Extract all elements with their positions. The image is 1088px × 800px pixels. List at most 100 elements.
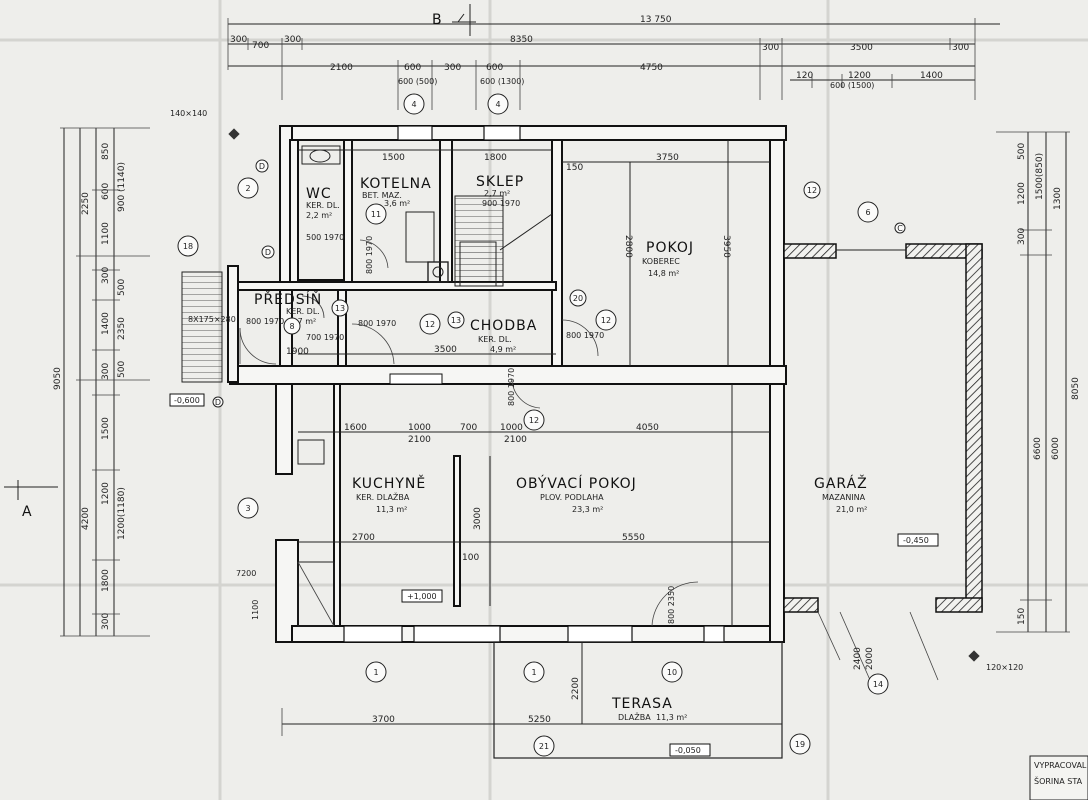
detail-marker-circle bbox=[255, 159, 269, 173]
inner-dimension-lines bbox=[298, 140, 770, 626]
title-block-line2: ŠORINA STA bbox=[1034, 775, 1083, 786]
kitchen-counter bbox=[297, 561, 335, 627]
dim-right-6000: 6000 bbox=[1051, 437, 1061, 460]
detail-marker-label: D bbox=[259, 162, 265, 171]
dim-pokoj-3950: 3950 bbox=[721, 235, 731, 258]
detail-marker-label: 19 bbox=[795, 740, 805, 749]
opening-mid-1 bbox=[389, 373, 443, 385]
dim-left-500-b: 500 bbox=[117, 361, 127, 378]
garage-south-wall-left bbox=[783, 597, 819, 613]
wc-west-wall bbox=[289, 139, 299, 291]
detail-marker-circle bbox=[789, 733, 811, 755]
stairs-entry-label: 8X175×280 bbox=[188, 315, 236, 324]
dim-left-1200: 1200 bbox=[101, 482, 111, 505]
detail-marker-circle bbox=[447, 311, 465, 329]
detail-marker-label: 21 bbox=[539, 742, 549, 751]
post-nw-marker bbox=[228, 128, 240, 140]
dim-top-300-d: 300 bbox=[952, 43, 969, 53]
dim-top-300-c: 300 bbox=[762, 43, 779, 53]
door-label-chodba: 800 1970 bbox=[358, 319, 396, 328]
detail-marker-label: 4 bbox=[495, 100, 500, 109]
dim-right-300: 300 bbox=[1017, 228, 1027, 245]
room-kuchyne-floor: KER. DLAŽBA bbox=[356, 491, 410, 502]
room-labels: WC KER. DL. 2,2 m² KOTELNA BET. MAZ. 3,6… bbox=[254, 174, 867, 722]
garage-house-wall bbox=[769, 383, 785, 643]
dim-left-500-a: 500 bbox=[117, 279, 127, 296]
misc-1100: 1100 bbox=[251, 600, 260, 620]
room-chodba-floor: KER. DL. bbox=[478, 335, 512, 344]
chimney-flue bbox=[432, 266, 444, 278]
room-kuchyne-name: KUCHYNĚ bbox=[352, 475, 426, 492]
detail-marker-label: 12 bbox=[425, 320, 435, 329]
room-pokoj-floor: KOBEREC bbox=[642, 257, 680, 266]
detail-marker-circle bbox=[403, 93, 425, 115]
garage-east-wall bbox=[965, 243, 983, 611]
detail-marker-circle bbox=[419, 313, 441, 335]
detail-marker-circle bbox=[261, 245, 275, 259]
level-box-living bbox=[401, 589, 443, 603]
detail-marker-label: 3 bbox=[245, 504, 250, 513]
dim-150: 150 bbox=[566, 163, 583, 173]
dim-predsin-1900: 1900 bbox=[286, 347, 309, 357]
dim-living-3000: 3000 bbox=[473, 507, 483, 530]
east-wall-upper bbox=[769, 139, 785, 387]
detail-marker-label: 20 bbox=[573, 294, 583, 303]
dim-right-150: 150 bbox=[1017, 608, 1027, 625]
level-box-terrace bbox=[669, 743, 711, 757]
dim-pokoj-2800: 2800 bbox=[623, 235, 633, 258]
dim-left-2250: 2250 bbox=[81, 192, 91, 215]
room-pokoj-name: POKOJ bbox=[646, 240, 694, 256]
room-obyvaci-name: OBÝVACÍ POKOJ bbox=[516, 475, 637, 492]
dim-top-2100: 2100 bbox=[330, 63, 353, 73]
detail-marker-label: 12 bbox=[601, 316, 611, 325]
room-chodba-area: 4,9 m² bbox=[490, 345, 516, 354]
detail-marker-circle bbox=[523, 661, 545, 683]
level-box-entry bbox=[169, 393, 205, 407]
kitchen-wall bbox=[333, 383, 341, 627]
dim-window-600-500: 600 (500) bbox=[398, 77, 437, 86]
dim-kotelna-1500: 1500 bbox=[382, 153, 405, 163]
dim-left-1500: 1500 bbox=[101, 417, 111, 440]
room-chodba-name: CHODBA bbox=[470, 318, 537, 334]
post-nw-size: 140×140 bbox=[170, 109, 207, 118]
door-label-pokoj: 800 1970 bbox=[566, 331, 604, 340]
chimney bbox=[427, 261, 449, 283]
room-kuchyne-area: 11,3 m² bbox=[376, 505, 407, 514]
dim-top-4750: 4750 bbox=[640, 63, 663, 73]
detail-marker-circle bbox=[569, 289, 587, 307]
kotelna-sklep-wall bbox=[439, 139, 453, 291]
dim-overall-width: 13 750 bbox=[640, 15, 672, 25]
dim-terrace-2200: 2200 bbox=[571, 677, 581, 700]
dim-inner-1000-b: 1000 bbox=[500, 423, 523, 433]
predsin-chodba-wall bbox=[337, 289, 347, 367]
room-pokoj-area: 14,8 m² bbox=[648, 269, 679, 278]
level-entry: -0,600 bbox=[174, 396, 200, 405]
detail-marker-circle bbox=[803, 181, 821, 199]
window-south-1 bbox=[343, 625, 403, 643]
detail-marker-label: 1 bbox=[373, 668, 378, 677]
dim-top-120: 120 bbox=[796, 71, 813, 81]
door-label-entry: 800 1970 bbox=[246, 317, 284, 326]
room-terasa-floor: DLAŽBA bbox=[618, 711, 651, 722]
level-garage: -0,450 bbox=[903, 536, 929, 545]
detail-marker-label: 8 bbox=[289, 322, 294, 331]
detail-marker-label: D bbox=[215, 398, 221, 407]
room-predsin-area: 2,7 m² bbox=[290, 317, 316, 326]
dim-gate-2000: 2000 bbox=[865, 647, 875, 670]
level-terrace: -0,050 bbox=[675, 746, 701, 755]
detail-marker-label: 4 bbox=[411, 100, 416, 109]
north-wall bbox=[279, 125, 787, 141]
dim-living-100: 100 bbox=[462, 553, 479, 563]
dim-left-4200: 4200 bbox=[81, 507, 91, 530]
detail-marker-label: 11 bbox=[371, 210, 381, 219]
dim-inner-1000-a: 1000 bbox=[408, 423, 431, 433]
dim-overall-depth: 9050 bbox=[53, 367, 63, 390]
room-predsin-name: PŘEDSÍŇ bbox=[254, 291, 322, 308]
dim-window-600-1300: 600 (1300) bbox=[480, 77, 524, 86]
detail-marker-circle bbox=[283, 317, 301, 335]
detail-marker-circle bbox=[331, 299, 349, 317]
window-north-sklep bbox=[483, 125, 521, 141]
door-label-terrace: 800 2350 bbox=[667, 586, 676, 624]
entry-west-wall bbox=[227, 265, 239, 383]
